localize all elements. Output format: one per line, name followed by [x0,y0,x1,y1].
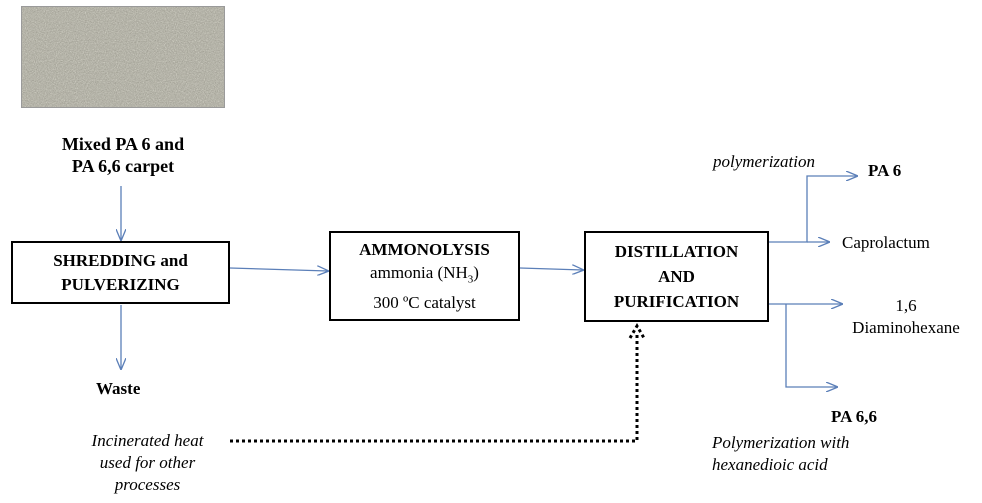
carpet-texture [22,7,224,107]
dotted-arrowhead [628,323,646,339]
reagent-subscript: 3 [467,273,474,286]
pa6-label: PA 6 [868,161,902,180]
input-label-line1: Mixed PA 6 and [61,134,185,154]
ammonolysis-reagent: ammonia (NH3) [370,261,479,291]
carpet-sample-image [21,6,225,108]
arrow-to-pa66 [785,304,837,387]
shredding-line2: PULVERIZING [61,274,180,294]
diaminohexane-line2: Diaminohexane [852,318,960,337]
reagent-text: ammonia (NH [370,262,468,282]
waste-label: Waste [96,379,141,398]
diaminohexane-line1: 1,6 [895,296,917,315]
arrow-to-pa6 [769,176,857,243]
pa66-note: Polymerization with hexanedioic acid [712,432,849,476]
reagent-close: ) [473,262,479,282]
input-label: Mixed PA 6 and PA 6,6 carpet [38,133,208,177]
heat-note-line3: processes [114,475,181,494]
ammonolysis-title: AMMONOLYSIS [359,239,490,259]
ammonolysis-box: AMMONOLYSIS ammonia (NH3) 300 ºC catalys… [329,231,520,321]
pa66-label: PA 6,6 [831,407,877,426]
diaminohexane-label: 1,6 Diaminohexane [830,295,982,339]
distillation-box: DISTILLATION AND PURIFICATION [584,231,769,322]
pa66-note-line2: hexanedioic acid [712,455,828,474]
pa66-note-line1: Polymerization with [712,433,850,452]
heat-note-line2: used for other [99,453,196,472]
input-label-line2: PA 6,6 carpet [71,156,175,176]
distillation-line2: AND [658,267,695,286]
dotted-heat-connector [230,332,639,443]
heat-note-line1: Incinerated heat [91,431,204,450]
heat-note: Incinerated heat used for other processe… [60,430,235,496]
arrow-shredding-to-ammonolysis [229,268,328,271]
ammonolysis-conditions: 300 ºC catalyst [373,293,476,313]
distillation-line3: PURIFICATION [613,292,740,311]
caprolactum-label: Caprolactum [842,233,930,252]
shredding-box: SHREDDING and PULVERIZING [11,241,230,304]
polymerization-label: polymerization [713,152,815,171]
distillation-line1: DISTILLATION [614,242,739,261]
shredding-line1: SHREDDING and [53,250,188,270]
arrow-ammonolysis-to-distillation [519,268,583,270]
